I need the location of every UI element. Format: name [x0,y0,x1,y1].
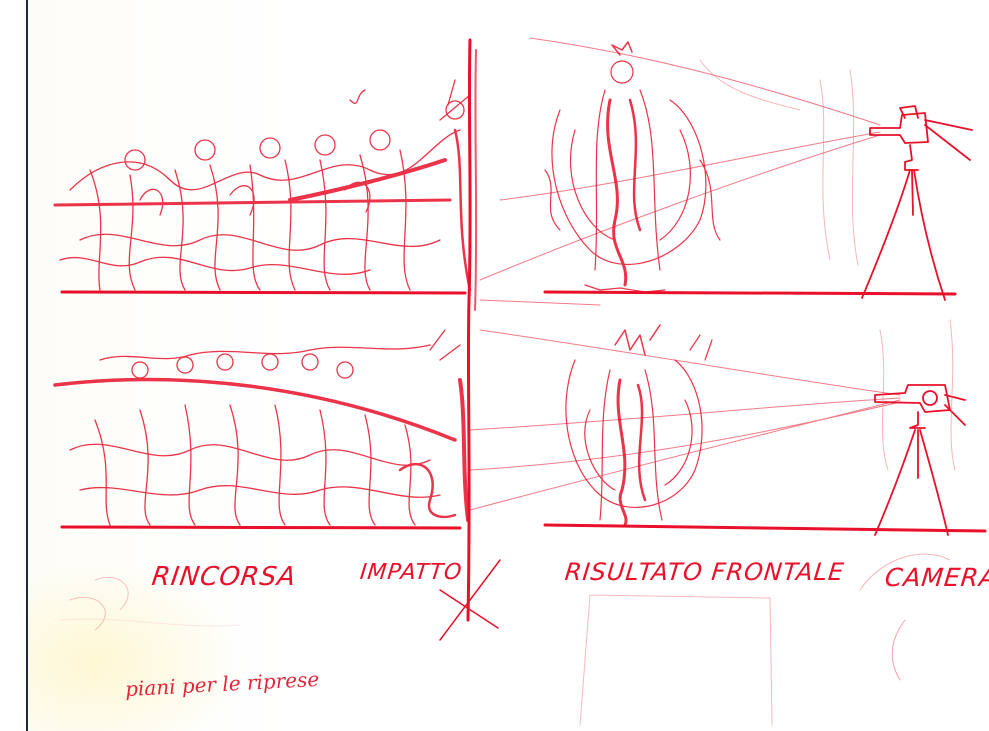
front-figure-top [545,42,720,292]
front-figure-bottom [566,325,712,525]
center-divider [440,40,500,640]
camera-top [862,106,972,300]
label-camera: CAMERA [883,563,989,592]
sight-lines [470,38,900,510]
runup-figures-top [55,80,470,290]
runup-figures-bottom [55,330,468,525]
label-impatto: IMPATTO [359,560,464,585]
background-scribbles [60,60,955,725]
label-risultato-frontale: RISULTATO FRONTALE [564,558,846,586]
ground-lines [62,292,985,531]
label-rincorsa: RINCORSA [150,562,298,592]
